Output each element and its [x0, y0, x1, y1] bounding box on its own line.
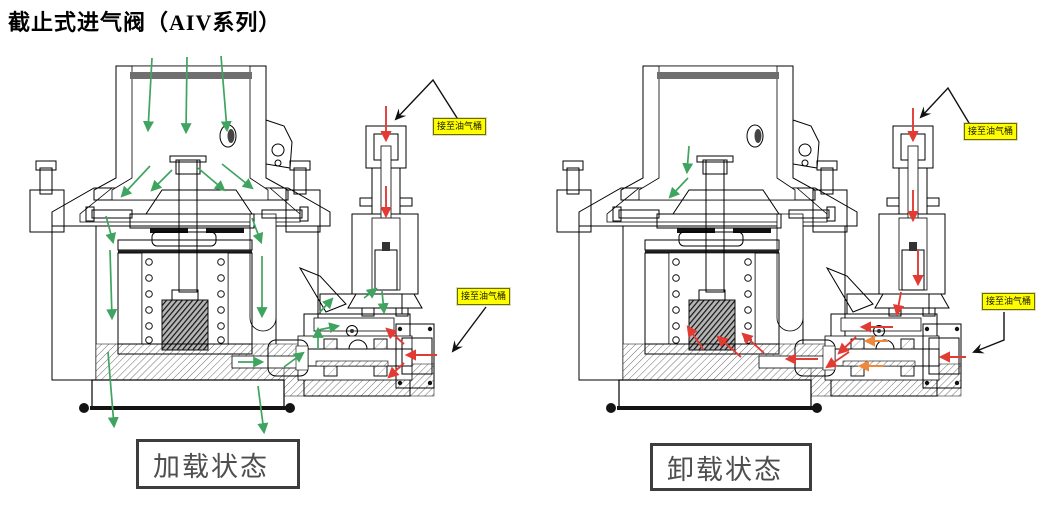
caption-loading-state: 加载状态 — [136, 439, 300, 489]
label-leader-lines — [394, 78, 1005, 354]
tank-connection-label: 接至油气桶 — [982, 293, 1036, 310]
tank-connection-label: 接至油气桶 — [964, 123, 1018, 140]
page-title: 截止式进气阀（AIV系列） — [8, 10, 282, 35]
tank-connection-label: 接至油气桶 — [433, 118, 487, 135]
loading-flow-arrows — [105, 55, 437, 435]
unloading-flow-arrows — [668, 108, 966, 372]
valve-cross-section-unloading — [556, 65, 962, 414]
tank-connection-label: 接至油气桶 — [457, 288, 511, 305]
caption-unloading-state: 卸载状态 — [650, 443, 812, 491]
valve-cross-section-loading — [29, 65, 435, 414]
